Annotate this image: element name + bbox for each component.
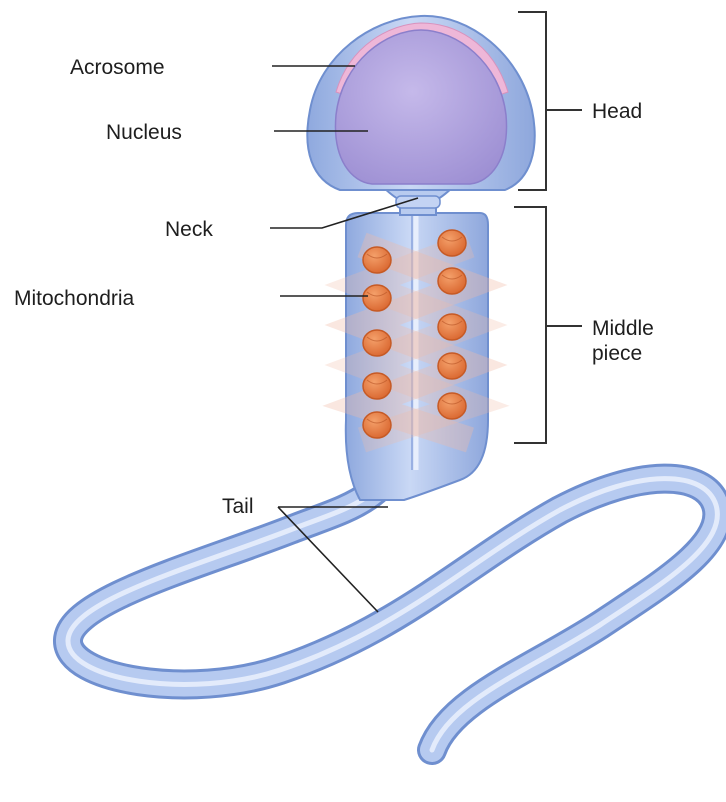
middle-piece-label-line2: piece <box>592 342 642 365</box>
neck-label: Neck <box>165 218 213 241</box>
mitochondrion <box>438 393 466 419</box>
middle-piece-bracket <box>514 207 582 443</box>
head-label: Head <box>592 100 642 123</box>
mitochondrion <box>363 373 391 399</box>
nucleus-label: Nucleus <box>106 121 182 144</box>
acrosome-label: Acrosome <box>70 56 165 79</box>
mitochondrion <box>363 412 391 438</box>
mitochondrion <box>438 268 466 294</box>
middle-piece-label-line1: Middle <box>592 317 654 340</box>
tail-label: Tail <box>222 495 254 518</box>
mitochondrion <box>438 353 466 379</box>
mitochondrion <box>438 230 466 256</box>
mitochondrion <box>363 330 391 356</box>
head-shape <box>307 16 534 190</box>
mitochondria-label: Mitochondria <box>14 287 135 310</box>
mitochondrion <box>363 247 391 273</box>
mitochondrion <box>363 285 391 311</box>
mitochondrion <box>438 314 466 340</box>
